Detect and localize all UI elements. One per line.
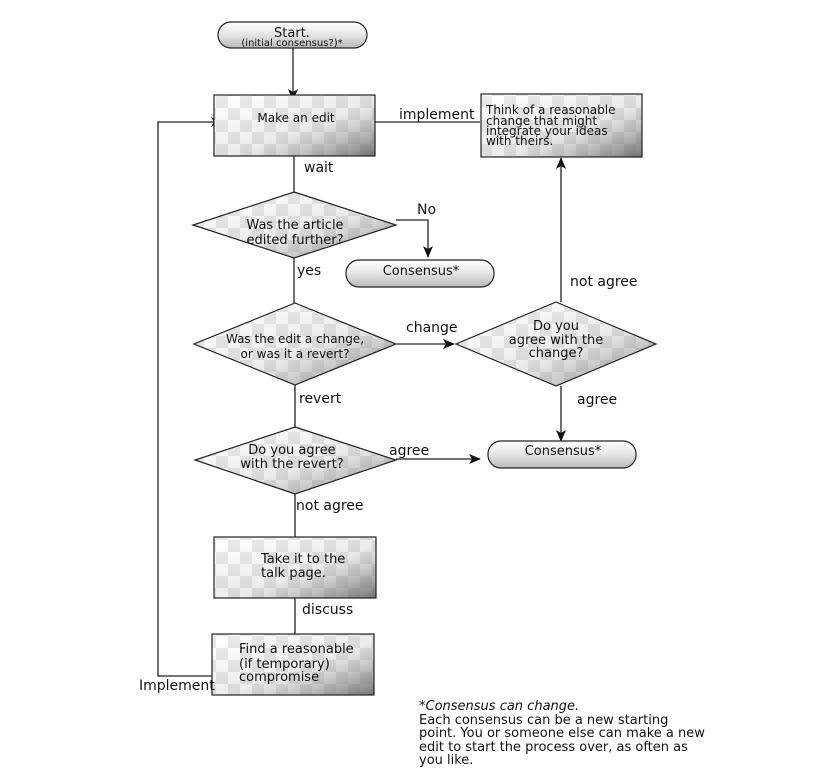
label-no: No <box>417 202 436 218</box>
label-change: change <box>406 320 458 336</box>
think-line-2: change that might <box>486 114 597 128</box>
footnote: *Consensus can change. Each consensus ca… <box>419 700 709 768</box>
node-consensus-bottom: Consensus* <box>487 440 637 469</box>
label-implement-left: Implement <box>139 678 215 694</box>
start-title: Start. <box>274 26 310 41</box>
node-agree-revert: Do you agree with the revert? <box>193 426 398 495</box>
think-line-4: with theirs. <box>486 134 553 148</box>
make-edit-label: Make an edit <box>257 111 335 125</box>
label-not-agree-change: not agree <box>570 274 638 290</box>
agree-revert-line-2: with the revert? <box>240 457 343 472</box>
change-or-revert-line-2: or was it a revert? <box>241 347 350 361</box>
edited-further-line-2: edited further? <box>246 233 343 248</box>
consensus-bottom-label: Consensus* <box>525 444 602 459</box>
label-not-agree-revert: not agree <box>296 498 364 514</box>
agree-change-line-2: agree with the <box>509 333 603 348</box>
compromise-line-1: Find a reasonable <box>239 642 354 657</box>
agree-change-line-1: Do you <box>533 319 579 334</box>
node-consensus-top: Consensus* <box>345 259 495 288</box>
change-or-revert-line-1: Was the edit a change, <box>226 332 364 346</box>
think-line-1: Think of a reasonable <box>485 103 615 117</box>
label-agree-change: agree <box>577 392 617 408</box>
label-revert: revert <box>299 391 342 407</box>
label-yes: yes <box>297 263 321 279</box>
edge-edited-no <box>396 219 433 258</box>
talk-page-line-2: talk page. <box>261 566 326 581</box>
label-agree-revert: agree <box>389 443 429 459</box>
node-talk-page: Take it to the talk page. <box>213 536 377 599</box>
label-discuss: discuss <box>302 602 353 618</box>
agree-change-line-3: change? <box>529 346 584 361</box>
talk-page-line-1: Take it to the <box>260 552 345 567</box>
consensus-top-label: Consensus* <box>383 264 460 279</box>
node-start: Start. (initial consensus?)* <box>217 21 368 49</box>
think-line-3: integrate your ideas <box>486 124 608 138</box>
edited-further-line-1: Was the article <box>246 218 343 233</box>
label-wait: wait <box>304 160 334 176</box>
label-implement-top: implement <box>399 107 475 123</box>
node-change-or-revert: Was the edit a change, or was it a rever… <box>192 302 398 386</box>
node-think: Think of a reasonable change that might … <box>480 93 643 158</box>
edge-labels: implement wait No yes change not agree a… <box>139 107 638 694</box>
node-agree-change: Do you agree with the change? <box>454 301 658 387</box>
footnote-body: Each consensus can be a new starting poi… <box>419 712 705 768</box>
agree-revert-line-1: Do you agree <box>248 443 335 458</box>
footnote-lead: *Consensus can change. <box>419 699 580 714</box>
node-edited-further: Was the article edited further? <box>191 191 398 259</box>
compromise-line-3: compromise <box>239 670 319 685</box>
node-make-edit: Make an edit <box>213 94 376 157</box>
edge-implement-loop <box>157 117 223 677</box>
node-compromise: Find a reasonable (if temporary) comprom… <box>211 633 375 696</box>
start-subtitle: (initial consensus?)* <box>241 38 342 49</box>
edges <box>157 48 566 677</box>
compromise-line-2: (if temporary) <box>239 657 330 672</box>
